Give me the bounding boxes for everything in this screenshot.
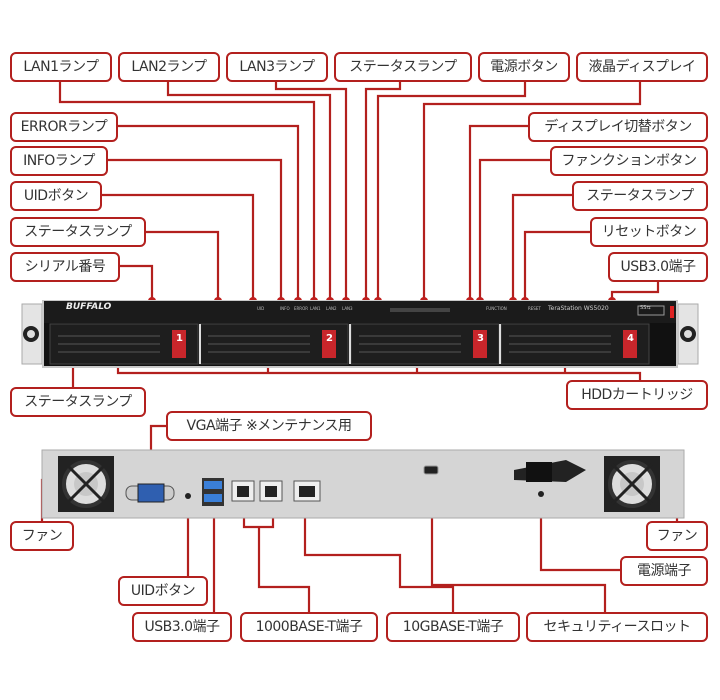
label-10gbase-t: 10GBASE-T端子 xyxy=(386,612,520,642)
label-power-button: 電源ボタン xyxy=(478,52,570,82)
leader-security xyxy=(430,475,607,612)
leader-power xyxy=(376,81,527,300)
label-serial-number: シリアル番号 xyxy=(10,252,120,282)
leader-display-switch xyxy=(468,124,528,300)
label-lan1-lamp: LAN1ランプ xyxy=(10,52,112,82)
lan2-text: LAN2 xyxy=(326,306,337,311)
model-name: TeraStation WS5020 xyxy=(548,305,609,312)
leader-10g xyxy=(303,510,455,612)
lan1-text: LAN1 xyxy=(310,306,321,311)
leader-lcd xyxy=(422,81,642,300)
error-text: ERROR xyxy=(294,306,309,311)
leader-info xyxy=(108,158,283,300)
uid-button-graphic xyxy=(185,493,191,499)
label-usb30-front: USB3.0端子 xyxy=(608,252,708,282)
drive-bays xyxy=(49,323,650,365)
security-slot-graphic xyxy=(423,465,439,475)
leader-lan2 xyxy=(166,81,332,300)
drive-number-2: 2 xyxy=(326,333,333,344)
leader-serial xyxy=(120,264,154,300)
label-display-switch-button: ディスプレイ切替ボタン xyxy=(528,112,708,142)
right-rack-ear xyxy=(677,303,699,365)
drive-number-4: 4 xyxy=(627,333,634,344)
leader-lan3 xyxy=(274,81,348,300)
label-error-lamp: ERRORランプ xyxy=(10,112,118,142)
label-reset-button: リセットボタン xyxy=(590,217,708,247)
leader-status-top xyxy=(364,81,402,300)
label-status-lamp-left: ステータスランプ xyxy=(10,217,146,247)
fan-left-graphic xyxy=(58,456,114,512)
leader-function xyxy=(478,158,550,300)
leader-status-left xyxy=(146,230,220,300)
leader-power-port xyxy=(539,500,620,572)
label-lan3-lamp: LAN3ランプ xyxy=(226,52,328,82)
leader-reset xyxy=(523,230,590,300)
label-fan-right: ファン xyxy=(646,521,708,551)
leader-lan1 xyxy=(58,81,316,300)
label-vga-port: VGA端子 ※メンテナンス用 xyxy=(166,411,372,441)
label-info-lamp: INFOランプ xyxy=(10,146,108,176)
drive-number-1: 1 xyxy=(176,333,183,344)
label-lcd-display: 液晶ディスプレイ xyxy=(576,52,708,82)
leader-status-right xyxy=(511,193,572,300)
leader-uid xyxy=(102,193,255,300)
label-fan-left: ファン xyxy=(10,521,74,551)
lan-ports-graphic xyxy=(231,480,321,502)
info-text: INFO xyxy=(280,306,290,311)
reset-text: RESET xyxy=(528,306,541,311)
label-security-slot: セキュリティースロット xyxy=(526,612,708,642)
vga-port-graphic xyxy=(125,483,175,503)
lan3-text: LAN3 xyxy=(342,306,353,311)
rear-panel xyxy=(41,449,685,519)
uid-text: UID xyxy=(257,306,265,311)
label-status-lamp-right: ステータスランプ xyxy=(572,181,708,211)
label-uid-button-rear: UIDボタン xyxy=(118,576,208,606)
power-inlet-graphic xyxy=(514,460,586,497)
left-rack-ear xyxy=(21,303,43,365)
leader-error xyxy=(118,124,300,300)
label-status-lamp-bottom: ステータスランプ xyxy=(10,387,146,417)
label-1000base-t: 1000BASE-T端子 xyxy=(240,612,378,642)
label-power-port: 電源端子 xyxy=(620,556,708,586)
fan-right-graphic xyxy=(604,456,660,512)
usb-port-graphic xyxy=(202,478,224,506)
leader-usb-front xyxy=(610,280,660,300)
usb-mark: SS⇆ xyxy=(640,305,651,311)
label-uid-button: UIDボタン xyxy=(10,181,102,211)
label-function-button: ファンクションボタン xyxy=(550,146,708,176)
label-usb30-rear: USB3.0端子 xyxy=(132,612,232,642)
label-status-lamp-top: ステータスランプ xyxy=(334,52,472,82)
drive-number-3: 3 xyxy=(477,333,484,344)
label-lan2-lamp: LAN2ランプ xyxy=(118,52,220,82)
front-panel xyxy=(21,300,699,368)
function-text: FUNCTION xyxy=(486,306,507,311)
brand-logo: BUFFALO xyxy=(66,302,112,312)
label-hdd-cartridge: HDDカートリッジ xyxy=(566,380,708,410)
